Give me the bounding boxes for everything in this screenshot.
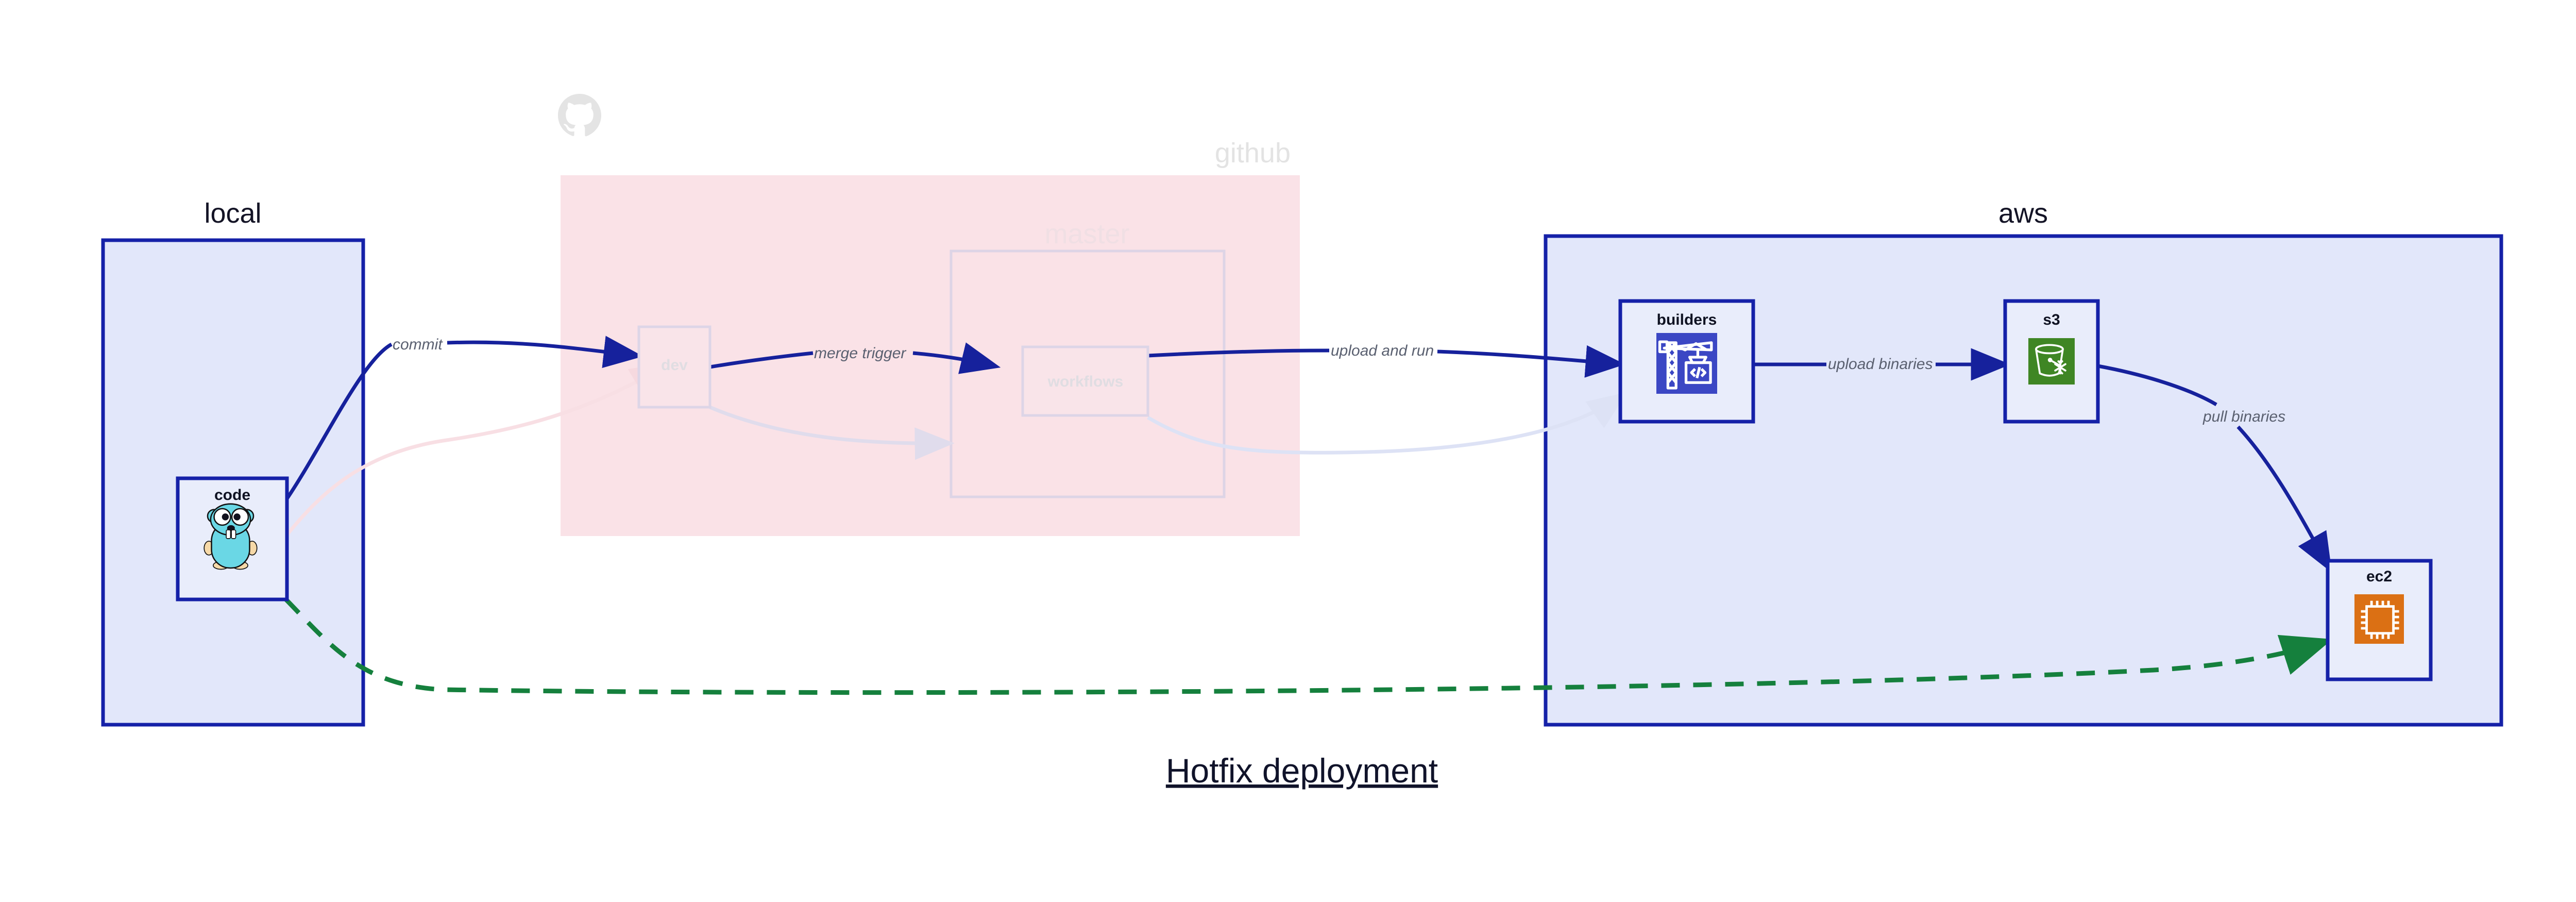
node-workflows-box[interactable] xyxy=(1021,345,1149,417)
cluster-github-label: github xyxy=(1215,138,1291,169)
node-code[interactable]: code xyxy=(176,476,289,602)
edge-uploadrun-seg1 xyxy=(1147,348,1330,358)
node-builders-label: builders xyxy=(1657,311,1717,328)
github-octocat-icon xyxy=(558,94,601,137)
edge-label-pull-binaries: pull binaries xyxy=(2202,408,2285,425)
cluster-aws-label: aws xyxy=(1998,198,2048,229)
node-code-label: code xyxy=(214,487,250,504)
edge-pullbin-seg2 xyxy=(2236,425,2332,573)
diagram-title: Hotfix deployment xyxy=(1166,751,1438,790)
edge-label-merge-trigger: merge trigger xyxy=(814,345,906,362)
cluster-local: local xyxy=(101,198,365,727)
edge-commit-seg1 xyxy=(279,342,393,509)
edge-merge-seg1 xyxy=(709,351,814,369)
node-workflows[interactable]: workflows xyxy=(1021,345,1149,417)
edge-uploadrun-seg2 xyxy=(1437,345,1625,378)
edge-merge-seg2 xyxy=(912,342,1001,374)
cluster-master: master xyxy=(950,219,1226,498)
edge-label-commit: commit xyxy=(393,336,443,353)
cluster-github: github xyxy=(558,94,1300,536)
ec2-icon-bg xyxy=(2354,594,2404,644)
edge-commit-seg2 xyxy=(447,336,643,369)
node-dev[interactable]: dev xyxy=(637,325,711,409)
cluster-local-label: local xyxy=(204,198,261,229)
edges: commit merge trigger upload and run uplo… xyxy=(279,336,2333,695)
cluster-master-box xyxy=(950,249,1226,498)
node-dev-label: dev xyxy=(661,357,688,374)
node-s3[interactable]: s3 xyxy=(2003,299,2100,424)
node-builders-box[interactable] xyxy=(1618,299,1755,424)
ghost-edge-merge xyxy=(709,405,955,460)
ghost-edge-upload-run xyxy=(1147,392,1628,455)
edge-label-upload-binaries: upload binaries xyxy=(1828,356,1933,373)
cluster-master-label: master xyxy=(1044,219,1129,249)
node-ec2[interactable]: ec2 xyxy=(2326,559,2433,681)
node-s3-label: s3 xyxy=(2043,311,2060,328)
ghost-edge-commit xyxy=(284,362,670,538)
edge-hotfix-direct xyxy=(284,597,2333,695)
node-dev-box[interactable] xyxy=(637,325,711,409)
edge-label-upload-and-run: upload and run xyxy=(1331,342,1434,359)
node-builders[interactable]: builders xyxy=(1618,299,1755,424)
node-workflows-label: workflows xyxy=(1047,373,1124,390)
node-ec2-label: ec2 xyxy=(2366,568,2392,585)
ghost-edges xyxy=(284,362,1628,538)
edge-pullbin-seg1 xyxy=(2097,364,2217,407)
